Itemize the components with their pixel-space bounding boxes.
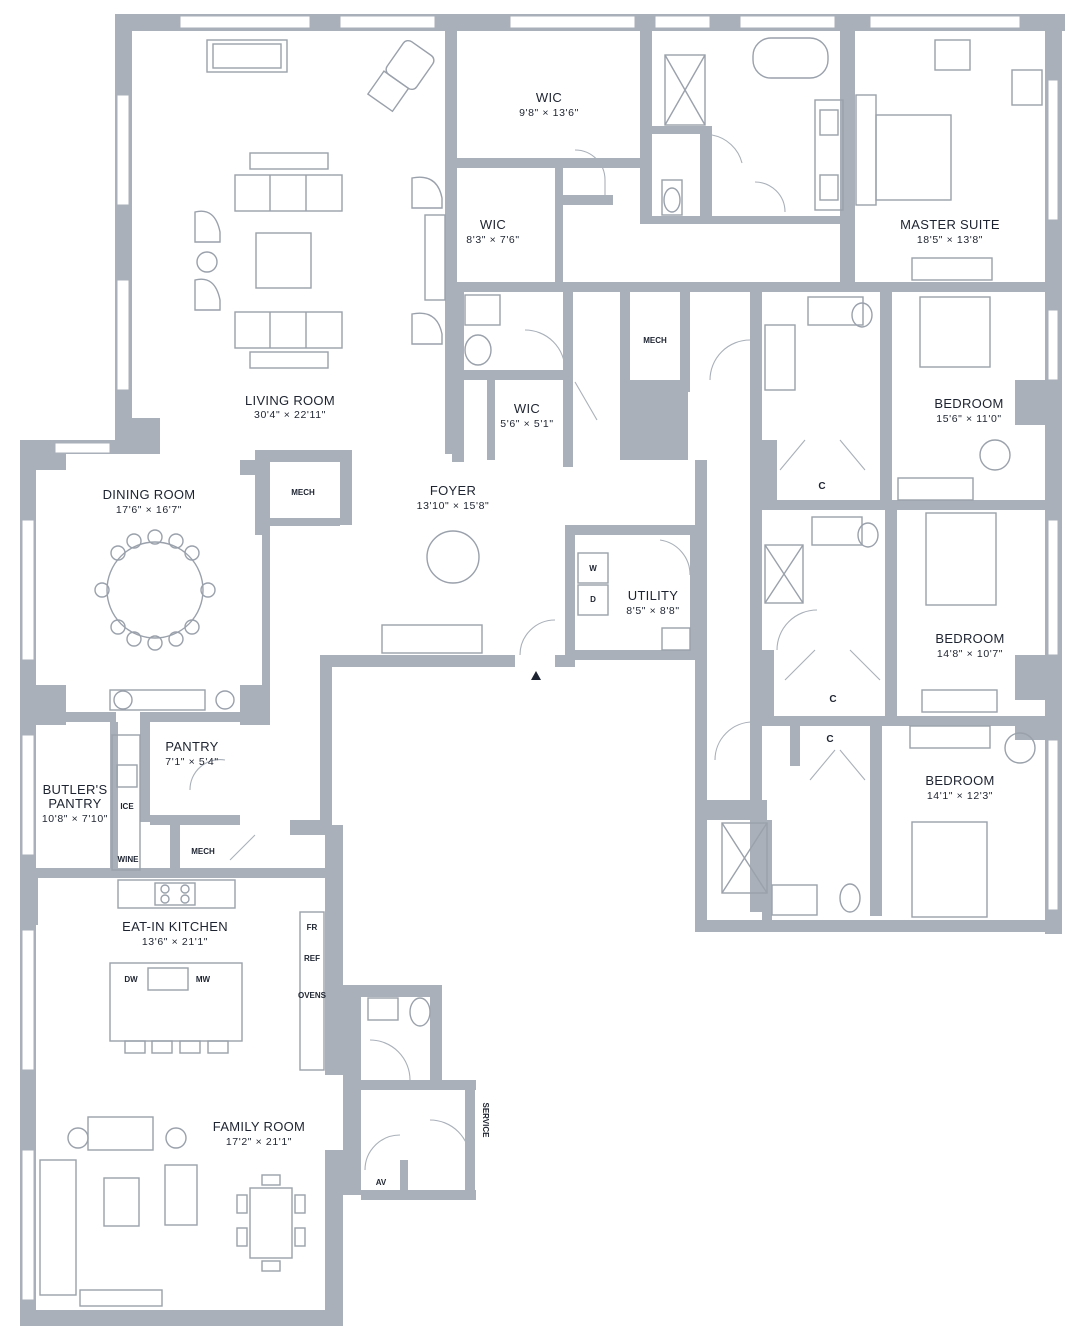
wic3-name: WIC <box>514 401 540 416</box>
foyer-dims: 13'10" × 15'8" <box>417 500 490 512</box>
dryer-label: D <box>590 595 596 604</box>
kitchen-dims: 13'6" × 21'1" <box>142 936 208 948</box>
family-room-dims: 17'2" × 21'1" <box>226 1136 292 1148</box>
dw-label: DW <box>124 975 138 984</box>
wic2-dims: 8'3" × 7'6" <box>466 234 519 246</box>
windows <box>21 15 1059 1301</box>
wine-label: WINE <box>118 855 140 864</box>
bedroom1-dims: 15'6" × 11'0" <box>936 413 1002 425</box>
fr-label: FR <box>307 923 318 932</box>
mech-label-1: MECH <box>643 336 667 345</box>
pantry-dims: 7'1" × 5'4" <box>165 756 218 768</box>
ovens-label: OVENS <box>298 991 327 1000</box>
butlers-pantry-name-line2: PANTRY <box>48 796 101 811</box>
doors <box>189 134 881 1171</box>
washer-label: W <box>589 564 597 573</box>
wic2-name: WIC <box>480 217 506 232</box>
closet-label-2: C <box>829 694 836 705</box>
dining-room-name: DINING ROOM <box>103 487 196 502</box>
bathroom-fixtures <box>367 37 879 1027</box>
small-labels: MECH MECH MECH C C C W D ICE WINE DW MW … <box>118 336 837 1187</box>
master-suite-name: MASTER SUITE <box>900 217 1000 232</box>
family-room-name: FAMILY ROOM <box>213 1119 305 1134</box>
kitchen-fixtures <box>109 734 325 1071</box>
bedroom3-name: BEDROOM <box>925 773 994 788</box>
mech-label-2: MECH <box>291 488 315 497</box>
living-room-furniture <box>194 39 446 369</box>
mech-label-3: MECH <box>191 847 215 856</box>
family-room-furniture <box>39 1116 306 1307</box>
wic3-dims: 5'6" × 5'1" <box>500 418 553 430</box>
utility-name: UTILITY <box>628 588 679 603</box>
ref-label: REF <box>304 954 320 963</box>
utility-fixtures <box>577 552 691 651</box>
master-suite-dims: 18'5" × 13'8" <box>917 234 983 246</box>
utility-dims: 8'5" × 8'8" <box>626 605 679 617</box>
kitchen-name: EAT-IN KITCHEN <box>122 919 228 934</box>
bedroom3-dims: 14'1" × 12'3" <box>927 790 993 802</box>
service-label: SERVICE <box>481 1103 490 1139</box>
bedroom1-name: BEDROOM <box>934 396 1003 411</box>
mw-label: MW <box>196 975 211 984</box>
closet-label-1: C <box>818 481 825 492</box>
entry-arrow-icon <box>531 671 541 680</box>
butlers-pantry-name-line1: BUTLER'S <box>43 782 108 797</box>
av-label: AV <box>376 1178 387 1187</box>
living-room-dims: 30'4" × 22'11" <box>254 409 326 421</box>
closet-label-3: C <box>826 734 833 745</box>
wic1-name: WIC <box>536 90 562 105</box>
ice-label: ICE <box>120 802 134 811</box>
room-labels: LIVING ROOM 30'4" × 22'11" WIC 9'8" × 13… <box>42 90 1004 1148</box>
walls <box>20 14 1065 1326</box>
dining-table <box>94 529 235 711</box>
pantry-name: PANTRY <box>165 739 218 754</box>
bedroom-furniture <box>855 39 1043 918</box>
dining-room-dims: 17'6" × 16'7" <box>116 504 182 516</box>
foyer-name: FOYER <box>430 483 476 498</box>
bedroom2-name: BEDROOM <box>935 631 1004 646</box>
wic1-dims: 9'8" × 13'6" <box>519 107 579 119</box>
butlers-pantry-dims: 10'8" × 7'10" <box>42 813 108 825</box>
bedroom2-dims: 14'8" × 10'7" <box>937 648 1003 660</box>
foyer-furniture <box>381 530 483 654</box>
living-room-name: LIVING ROOM <box>245 393 335 408</box>
